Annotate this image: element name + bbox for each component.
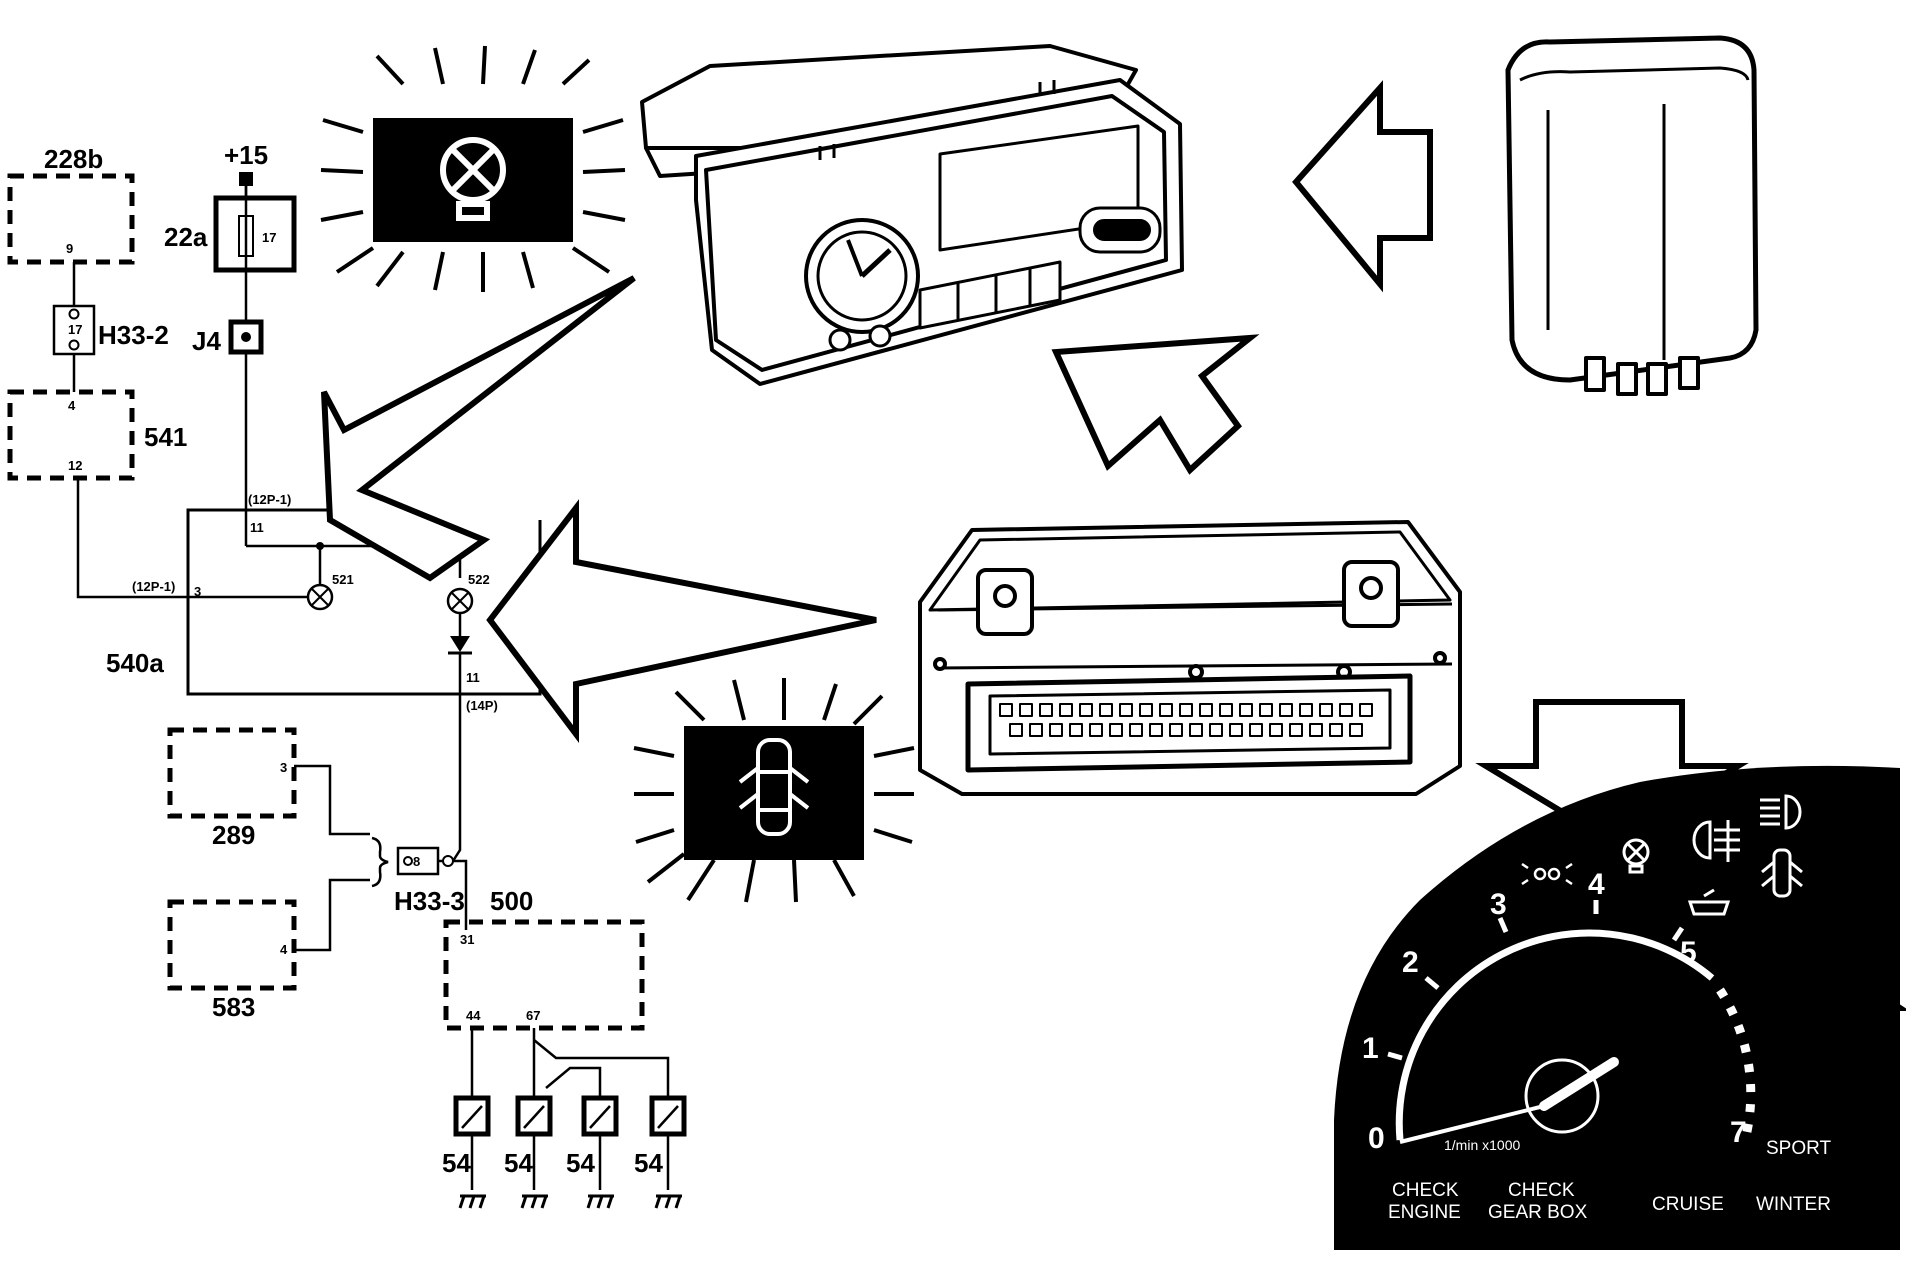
rpm-number-4: 4 xyxy=(1588,868,1605,901)
rpm-arc xyxy=(1395,929,1715,1141)
pin-228b-9: 9 xyxy=(66,241,73,256)
pin-500-67: 67 xyxy=(526,1008,540,1023)
check-engine-label-line2: ENGINE xyxy=(1388,1202,1461,1223)
pin-500-44: 44 xyxy=(466,1008,481,1023)
component-500-label: 500 xyxy=(490,886,533,916)
component-500-box xyxy=(443,919,645,1031)
connector-left-label: (12P-1) xyxy=(132,579,175,594)
pin-500-31: 31 xyxy=(460,932,474,947)
junction-j4-label: J4 xyxy=(192,326,221,356)
rpm-needle xyxy=(1539,1057,1619,1111)
pin-22a-17: 17 xyxy=(262,230,276,245)
pin-289-3: 3 xyxy=(280,760,287,775)
door-switch-4 xyxy=(649,1095,687,1209)
switch-54-label-4: 54 xyxy=(634,1148,663,1178)
cluster-dial-panel: 0 1 2 3 4 5 7 1/min x1000 xyxy=(1334,765,1900,1250)
door-switch-3 xyxy=(581,1095,619,1209)
rpm-number-0: 0 xyxy=(1368,1122,1385,1155)
check-gearbox-label-line2: GEAR BOX xyxy=(1488,1202,1588,1223)
relay-drawing xyxy=(1505,35,1759,396)
door-switch-2 xyxy=(515,1095,553,1209)
switch-54-label-3: 54 xyxy=(566,1148,595,1178)
rpm-number-5: 5 xyxy=(1680,936,1697,969)
schematic: 228b 9 17 H33-2 4 12 541 (12P-1) 3 +15 1… xyxy=(7,140,687,1209)
lamp-521-label: 521 xyxy=(332,572,354,587)
pin-541-12: 12 xyxy=(68,458,82,473)
cluster-540a-label: 540a xyxy=(106,648,164,678)
lamp-521 xyxy=(306,583,334,611)
supply-plus15-label: +15 xyxy=(224,140,268,170)
lamp-522-label: 522 xyxy=(468,572,490,587)
check-gearbox-label-line1: CHECK xyxy=(1508,1180,1575,1201)
connector-h33-3-label: H33-3 xyxy=(394,886,465,916)
diode xyxy=(448,636,472,655)
component-583-label: 583 xyxy=(212,992,255,1022)
component-289-label: 289 xyxy=(212,820,255,850)
winter-label: WINTER xyxy=(1756,1194,1831,1215)
component-583-box xyxy=(167,899,297,991)
connector-top-label: (12P-1) xyxy=(248,492,291,507)
switch-54-label-1: 54 xyxy=(442,1148,471,1178)
trailer-lamp-icon xyxy=(440,137,506,221)
glow-plug-icon xyxy=(1521,862,1573,886)
door-open-warning-lamp xyxy=(633,678,915,903)
cruise-label: CRUISE xyxy=(1652,1194,1724,1215)
door-indicator-icon xyxy=(1761,848,1803,898)
trailer-indicator-icon xyxy=(1622,838,1650,874)
instrument-cluster-drawing xyxy=(640,44,1184,386)
needle-hub xyxy=(1524,1058,1600,1134)
lamp-522 xyxy=(446,587,474,615)
rpm-number-7: 7 xyxy=(1730,1116,1747,1149)
fuse-22a-box xyxy=(213,195,297,273)
pin-540a-11-top: 11 xyxy=(250,520,264,535)
headlight-icon xyxy=(1760,794,1802,830)
connector-h33-2-label: H33-2 xyxy=(98,320,169,350)
component-541-box xyxy=(7,389,135,481)
fuse-22a-label: 22a xyxy=(164,222,208,252)
pin-541-4: 4 xyxy=(68,398,76,413)
sport-label: SPORT xyxy=(1766,1138,1832,1159)
rpm-needle-tail xyxy=(1399,1104,1545,1144)
pin-540a-3: 3 xyxy=(194,584,201,599)
pin-540a-11-bottom: 11 xyxy=(466,670,480,685)
pin-h33-3: 8 xyxy=(413,854,420,869)
component-289-box xyxy=(167,727,297,819)
arrow-to-schematic-upper xyxy=(321,275,636,582)
connector-bottom-label: (14P) xyxy=(466,698,498,713)
rpm-unit-label: 1/min x1000 xyxy=(1444,1137,1520,1153)
trailer-warning-lamp xyxy=(320,45,626,292)
rpm-number-1: 1 xyxy=(1362,1032,1379,1065)
rpm-number-3: 3 xyxy=(1490,888,1507,921)
door-switch-1 xyxy=(453,1095,491,1209)
pin-583-4: 4 xyxy=(280,942,288,957)
rear-fog-light-icon xyxy=(1692,820,1740,862)
car-door-open-icon xyxy=(738,738,810,836)
arrow-relay-to-cluster xyxy=(1292,80,1433,293)
rpm-number-2: 2 xyxy=(1402,946,1419,979)
component-228b-box xyxy=(7,173,135,265)
component-228b-label: 228b xyxy=(44,144,103,174)
component-541-label: 541 xyxy=(144,422,187,452)
washer-fluid-icon xyxy=(1687,888,1731,916)
check-engine-label-line1: CHECK xyxy=(1392,1180,1459,1201)
pin-h33-2: 17 xyxy=(68,322,82,337)
arrow-to-schematic-lower xyxy=(486,499,877,743)
switch-54-label-2: 54 xyxy=(504,1148,533,1178)
arrow-ecu-to-cluster xyxy=(1051,334,1260,475)
control-unit-drawing xyxy=(918,520,1462,796)
